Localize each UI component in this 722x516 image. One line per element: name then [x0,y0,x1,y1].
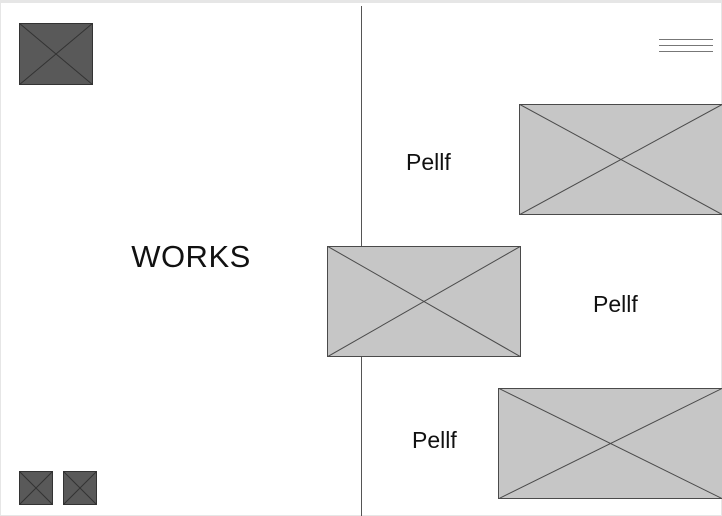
work-item-image-placeholder[interactable] [327,246,521,357]
page-title: WORKS [131,239,251,274]
work-item-label[interactable]: Pellf [593,291,638,317]
hamburger-menu-icon[interactable] [659,39,713,55]
social-link-image-placeholder[interactable] [63,471,97,505]
social-link-image-placeholder[interactable] [19,471,53,505]
menu-line [659,51,713,52]
work-item-label[interactable]: Pellf [406,149,451,175]
logo-image-placeholder[interactable] [19,23,93,85]
menu-line [659,45,713,46]
work-item-image-placeholder[interactable] [519,104,722,215]
work-item-image-placeholder[interactable] [498,388,722,499]
menu-line [659,39,713,40]
work-item-label[interactable]: Pellf [412,427,457,453]
